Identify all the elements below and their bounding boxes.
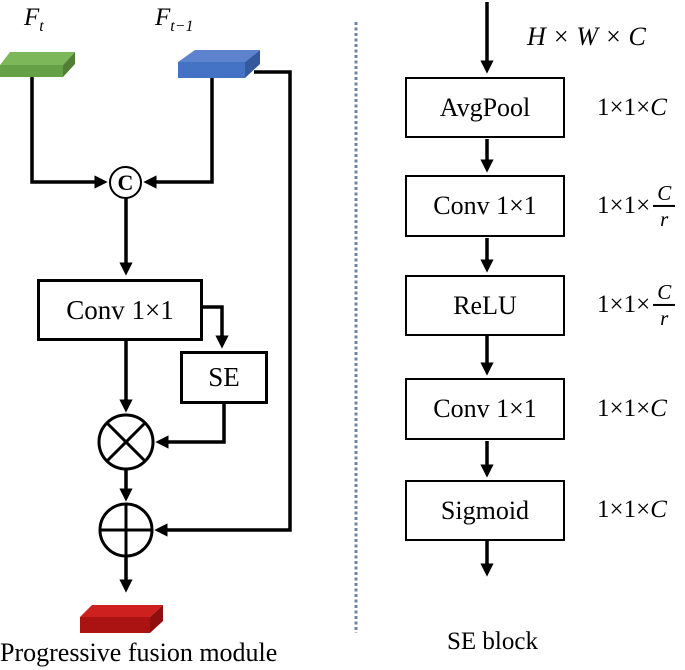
concat-node: C [109, 166, 142, 199]
skip-connection-line [154, 70, 292, 537]
conv1x1-box-excite: Conv 1×1 [405, 378, 565, 440]
multiply-node [97, 413, 155, 471]
se-box: SE [180, 351, 268, 404]
label-ft1: Ft−1 [155, 4, 194, 35]
label-ft1-sub: t−1 [170, 18, 194, 35]
left-connectors [30, 70, 292, 593]
arrow-se-to-mul [155, 404, 226, 449]
left-panel-caption: Progressive fusion module [0, 638, 278, 667]
dim-var: C [650, 496, 667, 523]
relu-box: ReLU [405, 275, 565, 336]
arrow-conv-to-se [202, 305, 229, 349]
fraction-numerator: C [653, 281, 676, 306]
add-node [98, 502, 154, 558]
conv1x1-box-fusion: Conv 1×1 [37, 279, 203, 341]
dim-prefix: 1×1× [597, 94, 651, 121]
dim-prefix: 1×1× [597, 291, 651, 318]
conv1x1-box-squeeze: Conv 1×1 [405, 175, 565, 237]
label-ft: Ft [24, 4, 44, 35]
fraction-numerator: C [653, 182, 676, 207]
feature-slab-current [0, 52, 75, 77]
label-ft1-base: F [155, 4, 171, 31]
dim-label-avgpool: 1×1×C [597, 94, 667, 122]
label-input-dim: H × W × C [527, 22, 646, 51]
avgpool-box: AvgPool [405, 77, 565, 138]
feature-slab-output [80, 605, 163, 633]
dim-label-sigmoid: 1×1×C [597, 496, 667, 524]
fraction-denominator: r [660, 306, 669, 330]
dim-label-conv2: 1×1×C [597, 395, 667, 423]
arrow-ft1-to-concat [143, 77, 214, 189]
feature-slab-previous [178, 50, 260, 78]
dim-var: C [650, 94, 667, 121]
dim-prefix: 1×1× [597, 496, 651, 523]
arrow-ft-to-concat [30, 77, 108, 189]
label-ft-base: F [24, 4, 40, 31]
dim-var: C [650, 395, 667, 422]
fraction-denominator: r [660, 207, 669, 231]
sigmoid-box: Sigmoid [405, 480, 565, 541]
dim-prefix: 1×1× [597, 192, 651, 219]
dim-prefix: 1×1× [597, 395, 651, 422]
label-ft-sub: t [39, 18, 44, 35]
right-panel-caption: SE block [447, 628, 538, 655]
